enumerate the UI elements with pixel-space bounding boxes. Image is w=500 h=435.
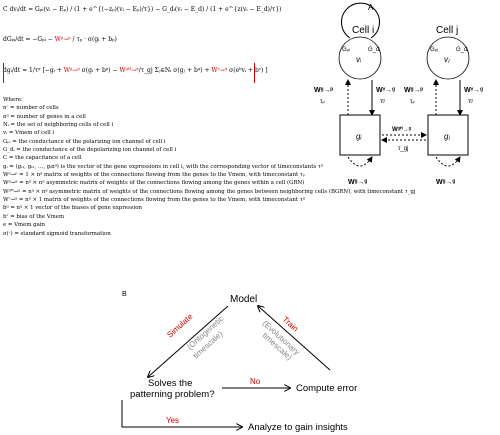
equation-vmem: C dvᵢ/dt = Gₚᵢ(vᵢ − Eₚ) / (1 + e^{(−zₚ)(… xyxy=(3,6,282,13)
eq3-mid: σ(gᵢ + bᵍ) − xyxy=(79,67,120,74)
compute-error-node: Compute error xyxy=(296,383,357,394)
equation-conductance: dGₚᵢ/dt = −Gₚᵢ − Wᵍ→ᵖ / τₚ · σ(gᵢ + bₚ) xyxy=(3,36,117,43)
w-grn-i-label: Wᵍ→ᵍ xyxy=(348,179,367,186)
definition-item: Nᵢ = the set of neighboring cells of cel… xyxy=(3,122,114,129)
v-j-label: vⱼ xyxy=(444,55,450,64)
model-node: Model xyxy=(230,294,257,305)
definition-item: Gₚᵢ = the conductance of the polarizing … xyxy=(3,138,166,145)
tau-gj-label: τ_gj xyxy=(398,146,408,152)
equation-vmem-text: C dvᵢ/dt = Gₚᵢ(vᵢ − Eₚ) / (1 + e^{(−zₚ)(… xyxy=(3,6,282,13)
w-bgrn-label: Wᵍᴴ→ᵍ xyxy=(392,126,412,133)
cell-j-label: Cell j xyxy=(436,25,458,36)
grn-loop-j xyxy=(435,156,461,167)
definition-item: vᵢ = Vmem of cell i xyxy=(3,130,55,137)
definition-item: Wᵛ→ᵍ = nᵍ × 1 matrix of weights of the c… xyxy=(3,197,305,204)
eq2-left: dGₚᵢ/dt = −Gₚᵢ − xyxy=(3,36,55,43)
panel-b-letter: B xyxy=(122,291,127,298)
w-gp-i-label: Wᵍ→ᵖ xyxy=(314,87,333,94)
eq3-mid2: /τ_gj Σⱼ∈Nᵢ σ(gⱼ + bᵍ) + xyxy=(138,67,212,74)
definition-item: Wᵍ→ᵍ = nᵍ × nᵍ asymmetric matrix of weig… xyxy=(3,180,305,187)
definition-item: σ(·) = standard sigmoid transformation xyxy=(3,230,111,237)
tau-p-j-label: τₚ xyxy=(410,99,415,105)
simulate-arrow xyxy=(148,305,229,377)
cell-j-circle xyxy=(426,36,470,80)
workflow-diagram: B Model Simulate (Ontogenetic timescale)… xyxy=(121,291,357,433)
v-i-label: vᵢ xyxy=(356,55,362,64)
g-i-label: gᵢ xyxy=(356,132,362,141)
cell-diagram: A Cell i Gₚᵢ G_dᵢ vᵢ Cell j Gₚⱼ G_dⱼ vⱼ … xyxy=(314,2,483,186)
definition-item: nᶜ = number of cells xyxy=(3,105,59,112)
solves-node-line2: patterning problem? xyxy=(130,389,215,400)
tau-p-i-label: τₚ xyxy=(320,99,325,105)
grn-loop-i xyxy=(347,156,373,167)
definition-item: C = the capacitance of a cell xyxy=(3,155,82,162)
gd-i-label: G_dᵢ xyxy=(368,47,380,53)
no-label: No xyxy=(250,377,261,386)
definition-item: gᵢ = (gᵢ₁, gᵢ₂, …, gᵢnᵍ) is the vector o… xyxy=(3,163,324,170)
eq3-red-vg: Wᵛ→ᵍ xyxy=(211,67,228,74)
eq3-end: σ(eᵇvᵢ + bᵛ) ] xyxy=(227,67,268,74)
eq3-red-bgrn: Wᵍᴴ→ᵍ xyxy=(119,67,139,74)
gd-j-label: G_dⱼ xyxy=(456,47,468,53)
w-vg-j-label: Wᵛ→ᵍ xyxy=(464,87,483,94)
gene-box-i xyxy=(339,114,381,156)
simulate-label: Simulate xyxy=(165,312,195,340)
equation-gene: dgᵢ/dt = 1/τᵍ [−gᵢ + Wᵍ→ᵍ σ(gᵢ + bᵍ) − W… xyxy=(3,67,268,74)
w-gp-j-label: Wᵍ→ᵖ xyxy=(404,87,423,94)
definition-item: Wᵍ→ᵖ = 1 × nᵍ matrix of weights of the c… xyxy=(3,172,306,179)
train-label: Train xyxy=(281,315,300,334)
analyze-node: Analyze to gain insights xyxy=(248,422,348,433)
yes-arrow xyxy=(121,400,242,427)
definition-item: bᵛ = bias of the Vmem xyxy=(3,213,65,220)
gp-j-label: Gₚⱼ xyxy=(430,47,438,53)
eq3-red-grn: Wᵍ→ᵍ xyxy=(63,67,80,74)
cell-i-circle xyxy=(338,36,382,80)
g-j-label: gⱼ xyxy=(444,132,450,141)
definition-item: e = Vmem gain xyxy=(3,222,46,229)
definition-item: bᵍ = nᵍ × 1 vector of the biases of gene… xyxy=(3,205,142,212)
w-vg-i-label: Wᵛ→ᵍ xyxy=(376,87,395,94)
where-label: Where: xyxy=(3,97,23,103)
tau-g-j-label: τᵍ xyxy=(468,99,473,105)
yes-label: Yes xyxy=(166,416,179,425)
definition-item: nᵍ = number of genes in a cell xyxy=(3,113,86,120)
panel-a-letter: A xyxy=(368,3,374,12)
eq3-left: dgᵢ/dt = 1/τᵍ [−gᵢ + xyxy=(3,67,64,74)
definitions-list: Where: nᶜ = number of cells nᵍ = number … xyxy=(3,96,416,238)
train-arrow xyxy=(258,306,331,371)
w-grn-j-label: Wᵍ→ᵍ xyxy=(436,179,455,186)
cell-i-label: Cell i xyxy=(352,25,374,36)
definition-item: Wᵍᴴ→ᵍ = nᵍ × nᵍ asymmetric matrix of wei… xyxy=(3,188,416,195)
definition-item: G_dᵢ = the conductance of the depolarizi… xyxy=(3,147,177,154)
eq2-right: / τₚ · σ(gᵢ + bₚ) xyxy=(70,36,117,43)
solves-node-line1: Solves the xyxy=(148,378,192,389)
gene-box-j xyxy=(427,114,469,156)
tau-g-i-label: τᵍ xyxy=(380,99,385,105)
cell-i-membrane xyxy=(341,2,380,39)
gp-i-label: Gₚᵢ xyxy=(342,47,350,53)
equation-gene-bracket xyxy=(3,63,255,83)
eq2-red-weight: Wᵍ→ᵖ xyxy=(54,36,71,43)
